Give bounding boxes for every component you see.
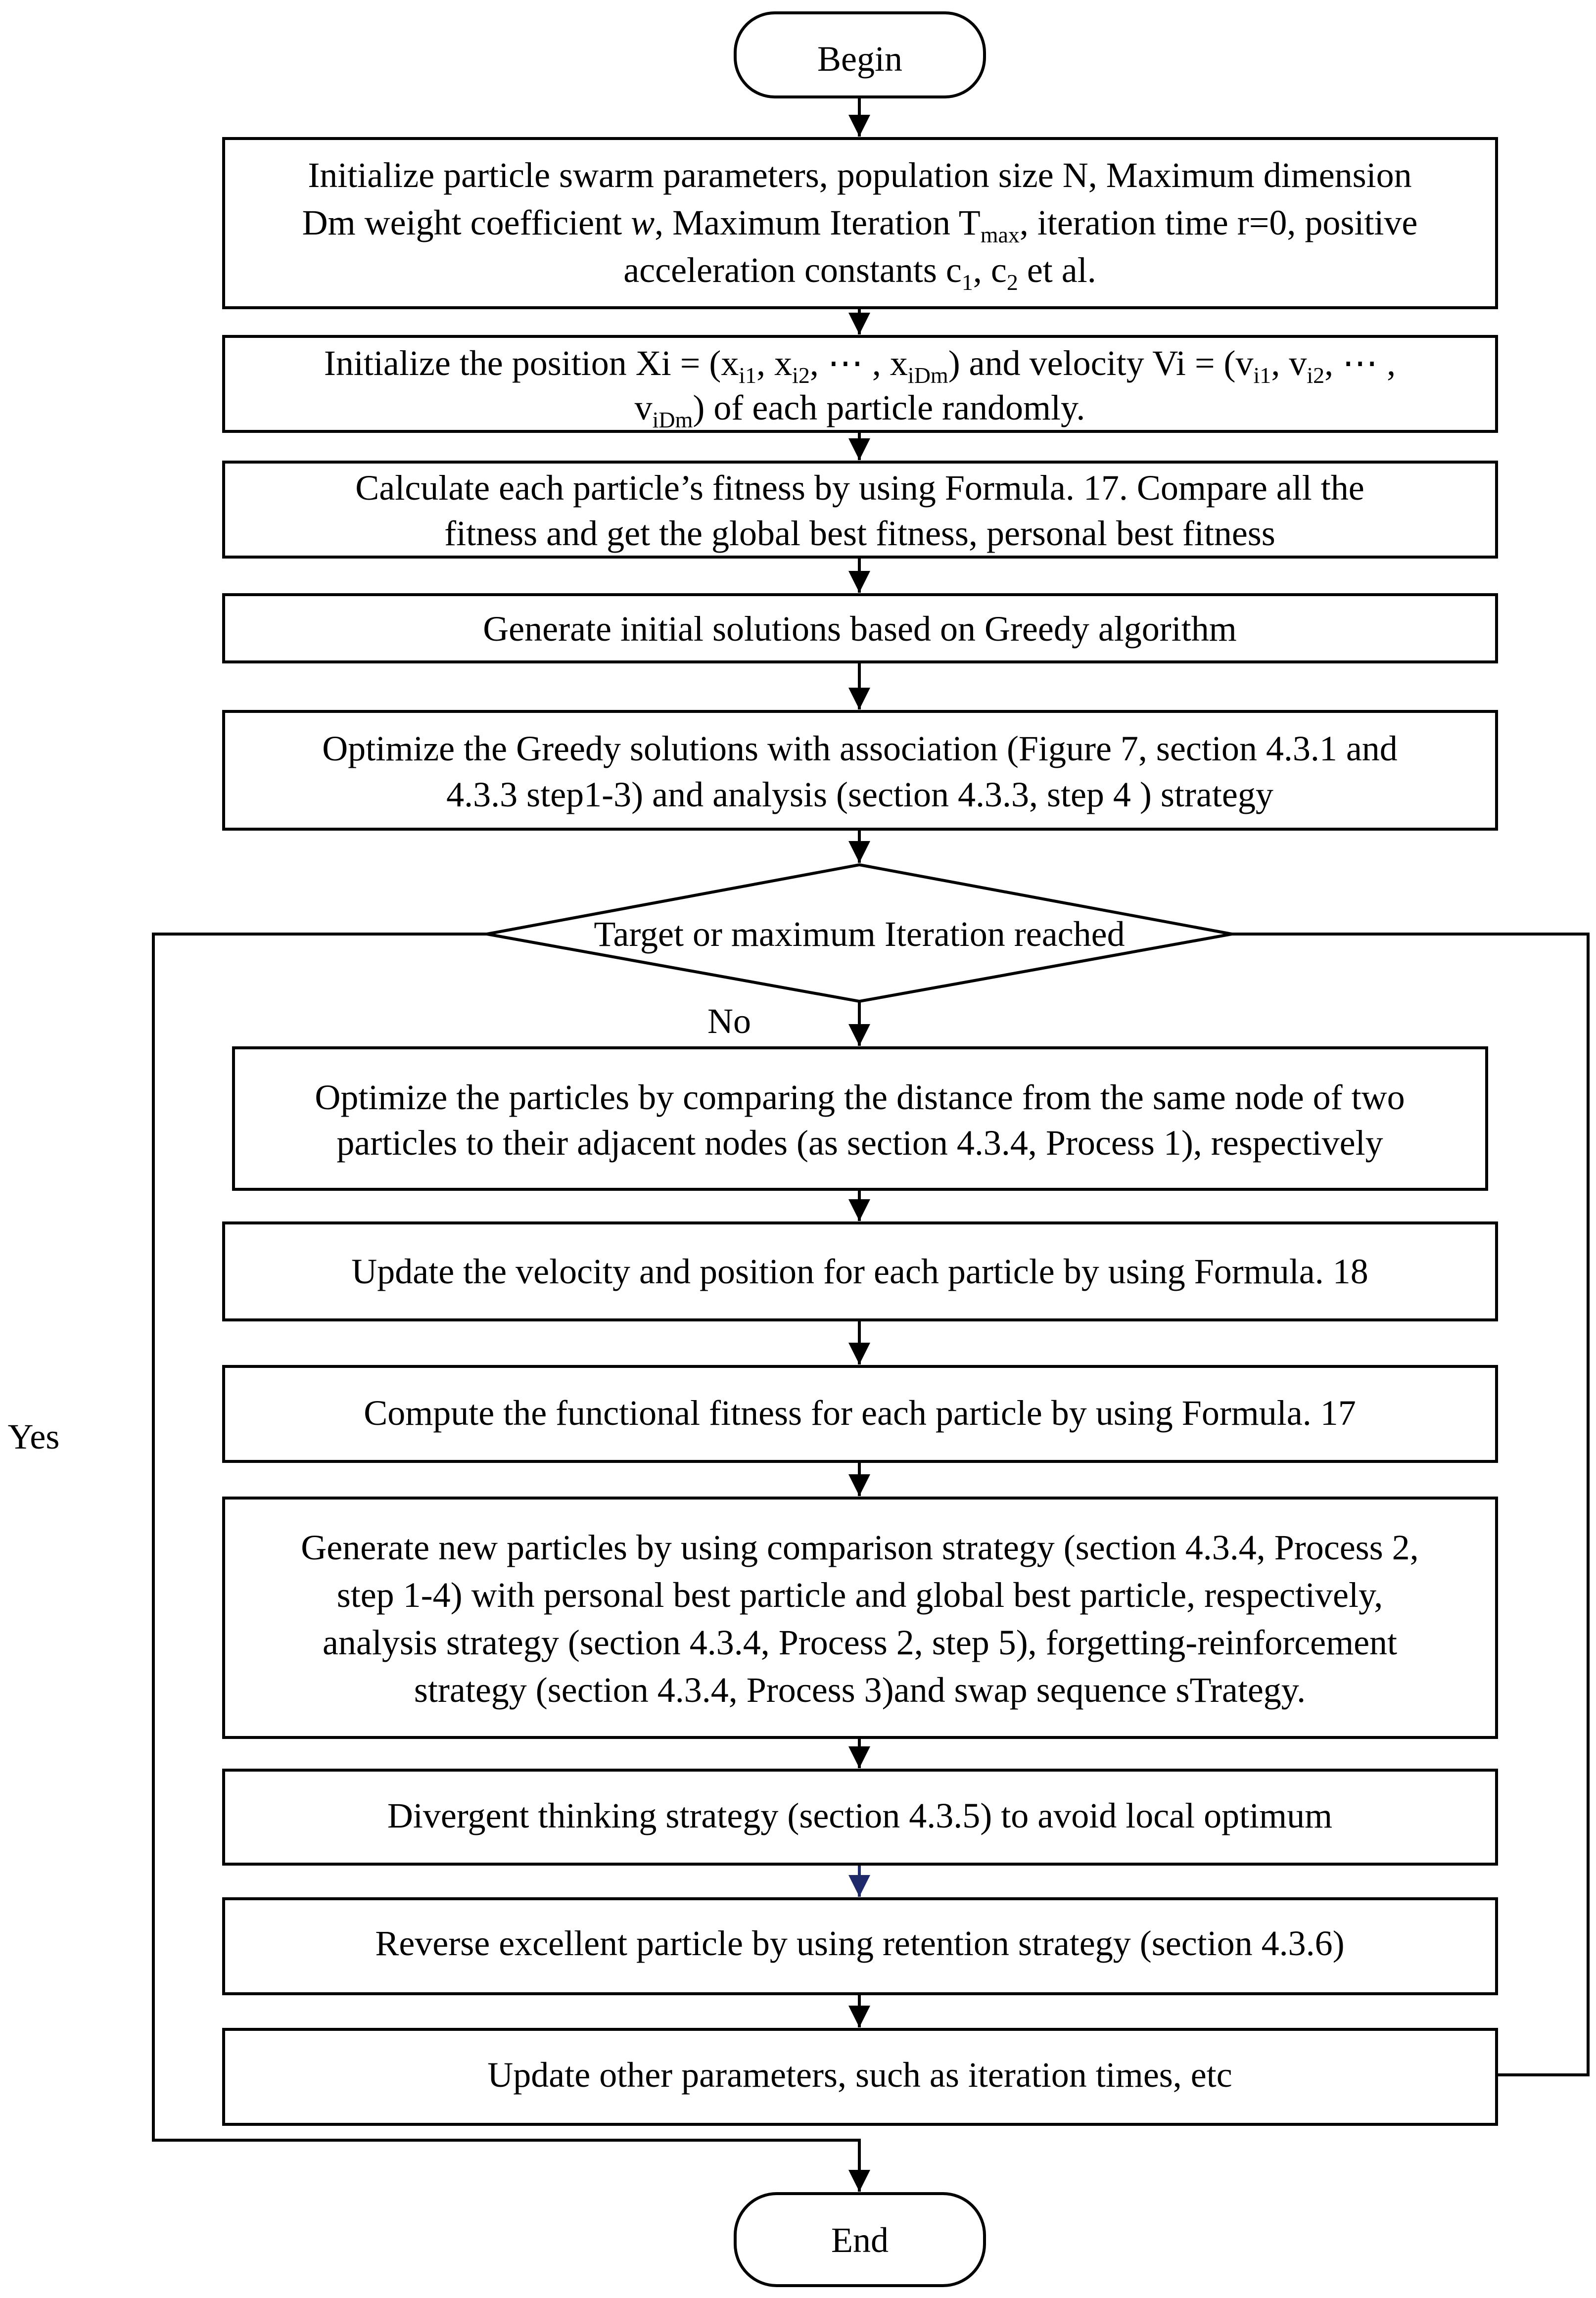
- optimize-particles-box: Optimize the particles by comparing the …: [232, 1046, 1488, 1191]
- decision-label: Target or maximum Iteration reached: [594, 914, 1125, 954]
- divergent-label: Divergent thinking strategy (section 4.3…: [387, 1796, 1332, 1835]
- decision-shape: [486, 863, 1232, 1003]
- greedy-label: Generate initial solutions based on Gree…: [483, 609, 1237, 649]
- generate-new-line1: Generate new particles by using comparis…: [301, 1528, 1418, 1567]
- init-params-box: Initialize particle swarm parameters, po…: [222, 137, 1498, 309]
- calc-fitness-line1: Calculate each particle’s fitness by usi…: [355, 468, 1364, 508]
- init-position-line2: viDm) of each particle randomly.: [635, 388, 1085, 432]
- init-position-line1: Initialize the position Xi = (xi1, xi2, …: [324, 343, 1396, 388]
- generate-new-shape: [222, 1497, 1498, 1739]
- update-velocity-label: Update the velocity and position for eac…: [351, 1252, 1368, 1291]
- no-label: No: [707, 1001, 751, 1041]
- update-other-shape: [222, 2028, 1498, 2126]
- init-params-shape: [222, 137, 1498, 309]
- compute-fitness-box: Compute the functional fitness for each …: [222, 1365, 1498, 1463]
- divergent-shape: [222, 1769, 1498, 1866]
- optimize-particles-line1: Optimize the particles by comparing the …: [315, 1078, 1405, 1117]
- begin-shape: [734, 11, 986, 98]
- generate-new-line2: step 1-4) with personal best particle an…: [337, 1575, 1383, 1615]
- update-velocity-box: Update the velocity and position for eac…: [222, 1221, 1498, 1321]
- end-terminal: End: [734, 2192, 986, 2287]
- edge-loop-back: [1232, 933, 1590, 2076]
- generate-new-line4: strategy (section 4.3.4, Process 3)and s…: [414, 1670, 1306, 1710]
- end-label: End: [831, 2220, 889, 2260]
- compute-fitness-label: Compute the functional fitness for each …: [364, 1393, 1356, 1433]
- optimize-greedy-shape: [222, 710, 1498, 831]
- init-params-line3: acceleration constants c1, c2 et al.: [623, 250, 1096, 295]
- optimize-greedy-line1: Optimize the Greedy solutions with assoc…: [322, 729, 1398, 768]
- decision-node: Target or maximum Iteration reached: [486, 863, 1232, 1003]
- yes-label: Yes: [8, 1417, 60, 1456]
- connectors: [152, 97, 1590, 2192]
- compute-fitness-shape: [222, 1365, 1498, 1463]
- begin-label: Begin: [817, 39, 902, 79]
- end-shape: [734, 2192, 986, 2287]
- reverse-shape: [222, 1897, 1498, 1995]
- init-params-line1: Initialize particle swarm parameters, po…: [308, 155, 1411, 195]
- init-position-box: Initialize the position Xi = (xi1, xi2, …: [222, 335, 1498, 433]
- optimize-particles-line2: particles to their adjacent nodes (as se…: [336, 1123, 1383, 1163]
- update-other-box: Update other parameters, such as iterati…: [222, 2028, 1498, 2126]
- greedy-shape: [222, 593, 1498, 663]
- update-velocity-shape: [222, 1221, 1498, 1321]
- optimize-greedy-line2: 4.3.3 step1-3) and analysis (section 4.3…: [446, 775, 1273, 814]
- edge-yes-loop: [152, 933, 870, 2192]
- init-position-shape: [222, 335, 1498, 433]
- calc-fitness-line2: fitness and get the global best fitness,…: [444, 514, 1275, 553]
- generate-new-box: Generate new particles by using comparis…: [222, 1497, 1498, 1739]
- greedy-box: Generate initial solutions based on Gree…: [222, 593, 1498, 663]
- init-params-line2: Dm weight coefficient w, Maximum Iterati…: [302, 203, 1418, 247]
- reverse-box: Reverse excellent particle by using rete…: [222, 1897, 1498, 1995]
- update-other-label: Update other parameters, such as iterati…: [487, 2055, 1232, 2095]
- reverse-label: Reverse excellent particle by using rete…: [375, 1923, 1344, 1963]
- calc-fitness-shape: [222, 461, 1498, 559]
- begin-terminal: Begin: [734, 11, 986, 98]
- optimize-particles-shape: [232, 1046, 1488, 1191]
- optimize-greedy-box: Optimize the Greedy solutions with assoc…: [222, 710, 1498, 831]
- calc-fitness-box: Calculate each particle’s fitness by usi…: [222, 461, 1498, 559]
- divergent-box: Divergent thinking strategy (section 4.3…: [222, 1769, 1498, 1866]
- generate-new-line3: analysis strategy (section 4.3.4, Proces…: [323, 1623, 1397, 1662]
